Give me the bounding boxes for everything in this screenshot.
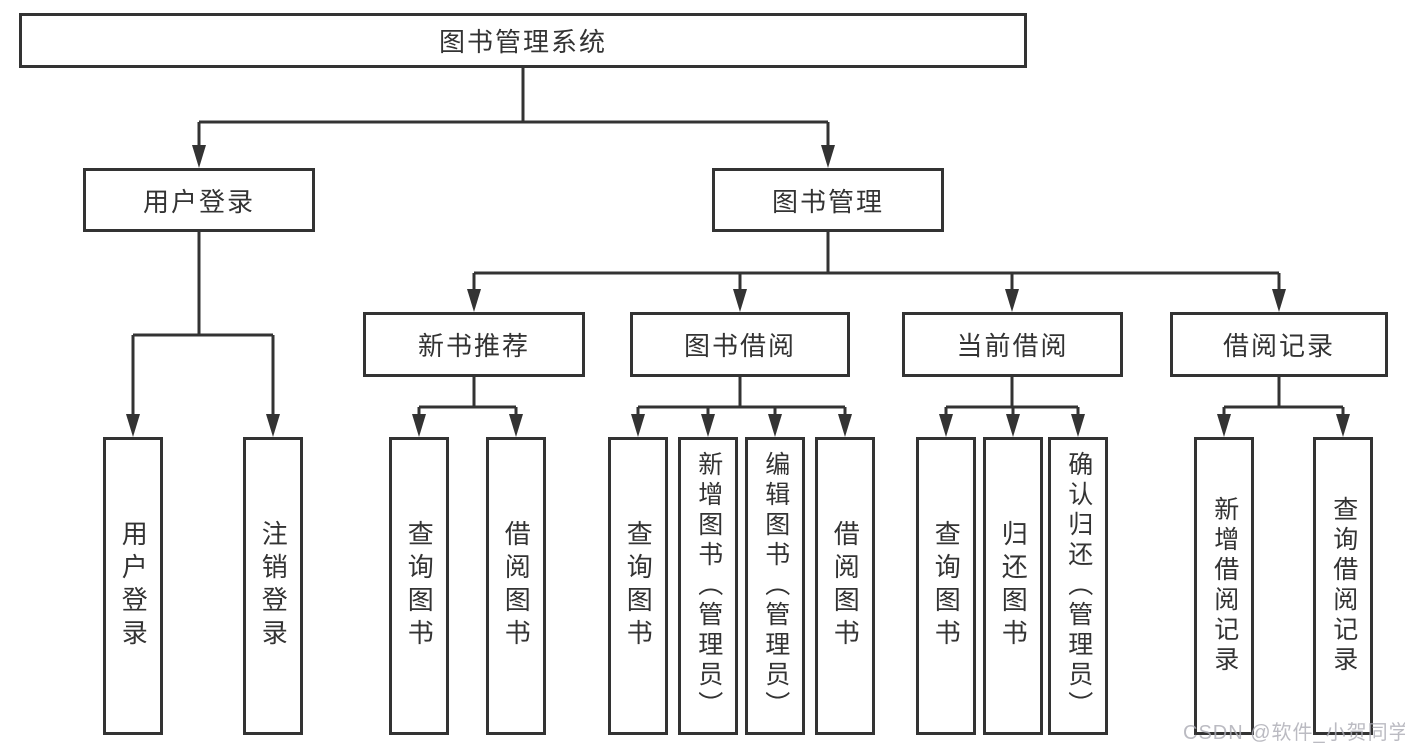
arrowhead-down-icon — [1071, 414, 1085, 437]
arrowhead-down-icon — [821, 145, 835, 168]
connector-userlogin-children — [131, 232, 275, 415]
arrowhead-down-icon — [1005, 289, 1019, 312]
node-current-borrowing-label: 当前借阅 — [956, 331, 1069, 361]
arrowhead-down-icon — [768, 414, 782, 437]
arrowhead-down-icon — [1217, 414, 1231, 437]
connector-root-to-level2 — [197, 68, 830, 146]
node-new-book-recommend: 新书推荐 — [363, 312, 585, 377]
node-bb-borrow-books: 借阅图书 — [815, 437, 875, 735]
node-new-book-recommend-label: 新书推荐 — [417, 331, 530, 361]
node-cb-query-books: 查询图书 — [916, 437, 976, 735]
arrowhead-down-icon — [266, 414, 280, 437]
node-cb-confirm-return-admin-label: 确认归还（管理员） — [1064, 451, 1093, 721]
node-borrowing-records-label: 借阅记录 — [1222, 331, 1335, 361]
node-login: 用户登录 — [103, 437, 163, 735]
node-cb-return-books: 归还图书 — [983, 437, 1043, 735]
node-bb-borrow-books-label: 借阅图书 — [830, 520, 861, 652]
arrowhead-down-icon — [1272, 289, 1286, 312]
connector-bookmgmt-children — [472, 232, 1281, 290]
arrowhead-down-icon — [838, 414, 852, 437]
node-book-management: 图书管理 — [712, 168, 944, 232]
node-br-add-record: 新增借阅记录 — [1194, 437, 1254, 735]
arrowhead-down-icon — [733, 289, 747, 312]
arrowhead-down-icon — [1006, 414, 1020, 437]
arrowhead-down-icon — [509, 414, 523, 437]
node-logout-label: 注销登录 — [258, 520, 289, 652]
node-user-login: 用户登录 — [83, 168, 315, 232]
node-cb-confirm-return-admin: 确认归还（管理员） — [1048, 437, 1108, 735]
node-bb-edit-books-admin-label: 编辑图书（管理员） — [761, 451, 790, 721]
node-bb-query-books: 查询图书 — [608, 437, 668, 735]
node-user-login-label: 用户登录 — [142, 186, 255, 217]
node-root: 图书管理系统 — [19, 13, 1027, 68]
node-rec-borrow-books-label: 借阅图书 — [501, 520, 532, 652]
node-br-query-record-label: 查询借阅记录 — [1329, 496, 1358, 676]
connector-bookborrow-children — [636, 377, 847, 415]
arrowhead-down-icon — [192, 145, 206, 168]
node-cb-return-books-label: 归还图书 — [998, 520, 1029, 652]
node-borrowing-records: 借阅记录 — [1170, 312, 1388, 377]
arrowhead-down-icon — [701, 414, 715, 437]
connector-currentborrow-children — [944, 377, 1080, 415]
node-book-management-label: 图书管理 — [771, 186, 884, 217]
arrowhead-down-icon — [631, 414, 645, 437]
node-br-add-record-label: 新增借阅记录 — [1210, 496, 1239, 676]
node-book-borrowing: 图书借阅 — [630, 312, 850, 377]
node-bb-add-books-admin: 新增图书（管理员） — [678, 437, 738, 735]
node-book-borrowing-label: 图书借阅 — [683, 331, 796, 361]
node-bb-add-books-admin-label: 新增图书（管理员） — [694, 451, 723, 721]
arrowheads — [126, 145, 1350, 437]
node-logout: 注销登录 — [243, 437, 303, 735]
node-login-label: 用户登录 — [118, 520, 149, 652]
arrowhead-down-icon — [939, 414, 953, 437]
node-cb-query-books-label: 查询图书 — [931, 520, 962, 652]
arrowhead-down-icon — [412, 414, 426, 437]
connector-newbookrec-children — [417, 377, 518, 415]
node-rec-query-books: 查询图书 — [389, 437, 449, 735]
node-rec-borrow-books: 借阅图书 — [486, 437, 546, 735]
node-bb-query-books-label: 查询图书 — [623, 520, 654, 652]
node-rec-query-books-label: 查询图书 — [404, 520, 435, 652]
arrowhead-down-icon — [126, 414, 140, 437]
node-br-query-record: 查询借阅记录 — [1313, 437, 1373, 735]
node-bb-edit-books-admin: 编辑图书（管理员） — [745, 437, 805, 735]
arrowhead-down-icon — [467, 289, 481, 312]
csdn-watermark: CSDN @软件_小贺同学 — [1183, 722, 1405, 744]
connector-borrowrecords-children — [1222, 377, 1345, 415]
connector-paths — [131, 68, 1345, 415]
node-current-borrowing: 当前借阅 — [902, 312, 1123, 377]
node-root-label: 图书管理系统 — [438, 27, 607, 57]
arrowhead-down-icon — [1336, 414, 1350, 437]
